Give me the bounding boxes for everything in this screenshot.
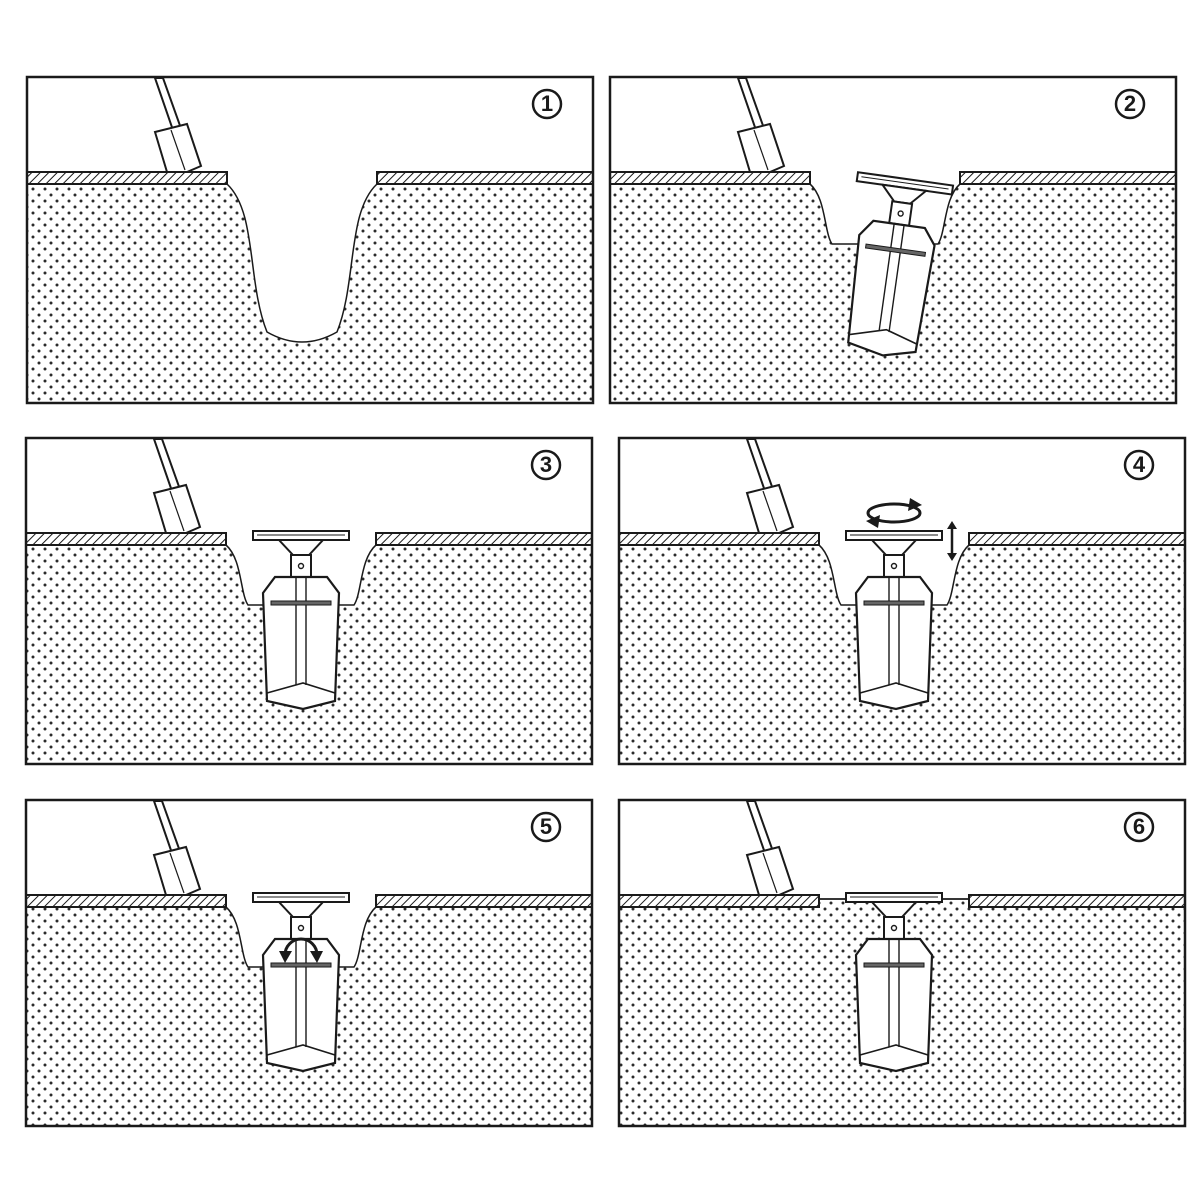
ground-anchor <box>252 530 350 711</box>
spade-icon <box>152 438 202 534</box>
spade-icon <box>736 77 786 173</box>
ground-anchor <box>252 892 350 1073</box>
spade-icon <box>152 800 202 896</box>
step-number: 3 <box>540 452 552 477</box>
step-panel-5: 5 <box>24 798 594 1128</box>
step-number: 2 <box>1124 91 1136 116</box>
step-badge <box>530 811 562 843</box>
step-number: 4 <box>1133 452 1146 477</box>
step-badge <box>1123 449 1155 481</box>
step-number: 1 <box>541 91 553 116</box>
step-panel-4: 4 <box>617 436 1187 766</box>
step-panel-2: 2 <box>608 75 1178 405</box>
ground-anchor <box>845 530 943 711</box>
step-badge <box>1123 811 1155 843</box>
screw-turn-icon <box>279 937 323 963</box>
step-badge <box>1114 88 1146 120</box>
spade-icon <box>745 438 795 534</box>
turf-strip <box>26 171 594 185</box>
ground-anchor <box>845 892 943 1073</box>
step-badge <box>530 449 562 481</box>
ground-anchor <box>847 171 955 357</box>
step-number: 5 <box>540 814 552 839</box>
soil <box>26 183 594 404</box>
height-arrow-icon <box>947 521 957 561</box>
step-panel-1: 1 <box>25 75 595 405</box>
step-badge <box>531 88 563 120</box>
step-panel-6: 6 <box>617 798 1187 1128</box>
turf-strip <box>25 532 593 546</box>
step-panel-3: 3 <box>24 436 594 766</box>
step-number: 6 <box>1133 814 1145 839</box>
rotate-arrow-icon <box>866 498 922 528</box>
spade-icon <box>745 800 795 896</box>
